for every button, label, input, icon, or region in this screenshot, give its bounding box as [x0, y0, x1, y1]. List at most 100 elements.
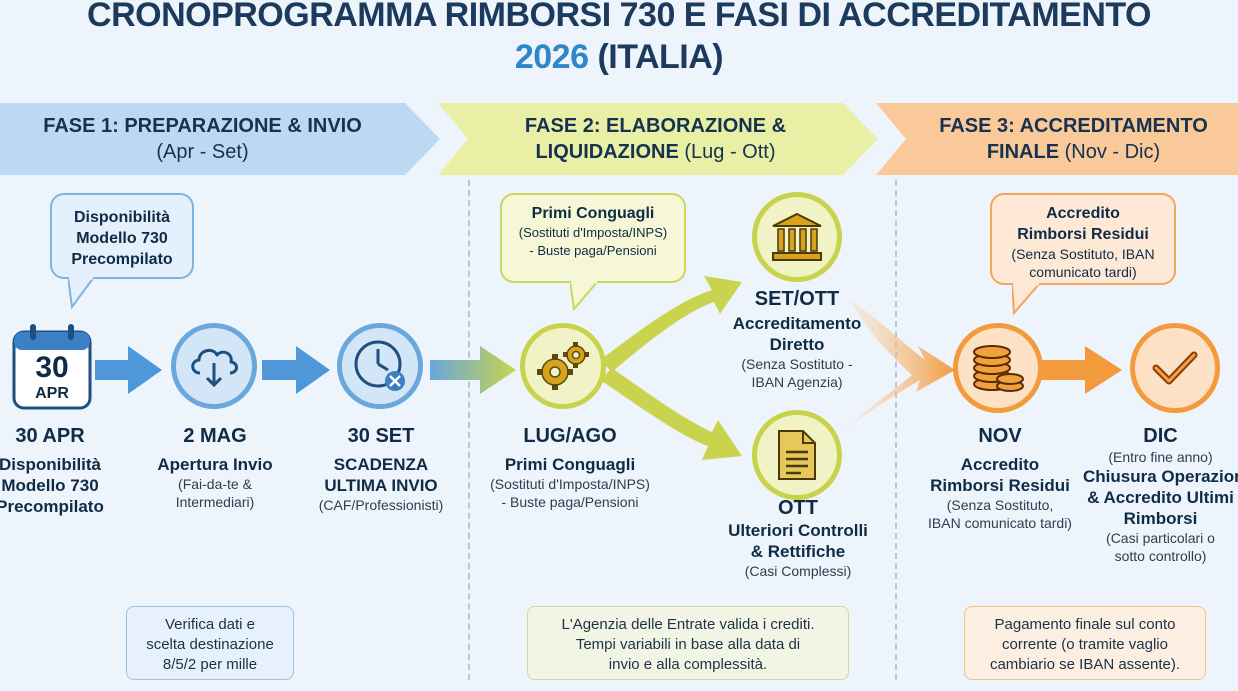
milestone-apr30: 30 APR Disponibilità Modello 730 Precomp… — [0, 424, 120, 517]
calendar-month: APR — [35, 385, 69, 402]
milestone-date: SET/OTT — [754, 288, 840, 310]
phase-3-title-1: FASE 3: ACCREDITAMENTO — [939, 115, 1208, 137]
callout-apr-line-3: Precompilato — [71, 251, 173, 268]
milestone-ott: OTT Ulteriori Controlli & Rettifiche (Ca… — [712, 496, 884, 580]
clock-deadline-icon — [337, 323, 423, 409]
milestone-sub: - Buste paga/Pensioni — [501, 494, 639, 510]
phase-3-band: FASE 3: ACCREDITAMENTO FINALE (Nov - Dic… — [876, 103, 1238, 175]
callout-nov-tail — [1012, 283, 1042, 316]
milestone-title: Primi Conguagli — [504, 455, 636, 474]
note-line: 8/5/2 per mille — [162, 656, 258, 673]
milestone-setott: SET/OTT Accreditamento Diretto (Senza So… — [712, 287, 882, 391]
milestone-lugago: LUG/AGO Primi Conguagli (Sostituti d'Imp… — [470, 424, 670, 511]
milestone-title: SCADENZA — [333, 455, 429, 474]
milestone-line: Modello 730 — [1, 476, 99, 495]
callout-nov-sub-2: comunicato tardi) — [1029, 264, 1137, 280]
milestone-title: Rimborsi — [1123, 509, 1198, 528]
phase-1-title: FASE 1: PREPARAZIONE & INVIO — [43, 115, 362, 137]
calendar-icon: 30 APR — [12, 322, 92, 410]
phase-3-title-2-line: FINALE (Nov - Dic) — [987, 139, 1160, 165]
phase-3-title-2: FINALE — [986, 141, 1060, 163]
milestone-sub: Intermediari) — [175, 494, 255, 510]
arrow-nov-dic — [1040, 346, 1122, 394]
gears-icon — [520, 323, 606, 409]
milestone-sub: (Casi Complessi) — [744, 563, 852, 579]
cloud-download-icon — [171, 323, 257, 409]
arrow-apr-mag — [95, 346, 162, 394]
note-line: Pagamento finale sul conto — [994, 616, 1176, 633]
title-line-2: 2026 (ITALIA) — [0, 36, 1238, 78]
arrow-to-nov — [845, 300, 955, 430]
milestone-dic: DIC (Entro fine anno) Chiusura Operazion… — [1083, 424, 1238, 565]
milestone-mag2: 2 MAG Apertura Invio (Fai-da-te & Interm… — [135, 424, 295, 511]
title-year: 2026 — [514, 38, 589, 76]
milestone-sub: (Fai-da-te & — [178, 476, 252, 492]
phase-separator — [468, 180, 470, 680]
page-title: CRONOPROGRAMMA RIMBORSI 730 E FASI DI AC… — [0, 0, 1238, 78]
title-country: (ITALIA) — [597, 38, 724, 76]
callout-lugago-tail — [570, 281, 600, 312]
calendar-day: 30 — [35, 351, 69, 384]
title-line-1: CRONOPROGRAMMA RIMBORSI 730 E FASI DI AC… — [87, 0, 1151, 34]
milestone-date: NOV — [978, 425, 1022, 447]
phase-1-band: FASE 1: PREPARAZIONE & INVIO (Apr - Set) — [0, 103, 440, 175]
arrow-mag-set — [262, 346, 330, 394]
callout-lugago-title: Primi Conguagli — [531, 205, 655, 222]
arrow-set-lug — [430, 346, 516, 394]
phase-2-period: (Lug - Ott) — [684, 141, 776, 163]
callout-lugago-sub-1: (Sostituti d'Imposta/INPS) — [518, 225, 668, 240]
note-phase-1: Verifica dati e scelta destinazione 8/5/… — [126, 606, 294, 680]
phase-2-title-2-line: LIQUIDAZIONE (Lug - Ott) — [535, 139, 775, 165]
milestone-title: Ulteriori Controlli — [728, 521, 868, 540]
milestone-sub: IBAN comunicato tardi) — [928, 515, 1072, 531]
callout-nov-line-1: Accredito — [1046, 205, 1120, 222]
phase-2-title-2: LIQUIDAZIONE — [535, 141, 679, 163]
arrow-lug-setott — [600, 276, 742, 372]
milestone-sub: (Casi particolari o — [1106, 530, 1215, 546]
note-line: scelta destinazione — [146, 636, 274, 653]
milestone-title: Chiusura Operazioni — [1083, 467, 1238, 486]
note-line: Tempi variabili in base alla data di — [575, 636, 801, 653]
callout-apr: Disponibilità Modello 730 Precompilato — [50, 193, 194, 279]
milestone-sub: sotto controllo) — [1114, 548, 1207, 564]
milestone-line: Disponibilità — [0, 455, 101, 474]
milestone-date: 30 APR — [15, 425, 85, 447]
callout-nov: Accredito Rimborsi Residui (Senza Sostit… — [990, 193, 1176, 285]
milestone-sub: (CAF/Professionisti) — [318, 497, 444, 513]
milestone-title: & Accredito Ultimi — [1087, 488, 1234, 507]
bank-icon — [752, 192, 842, 282]
phase-1-period: (Apr - Set) — [156, 141, 249, 163]
milestone-nov: NOV Accredito Rimborsi Residui (Senza So… — [905, 424, 1095, 532]
milestone-date: OTT — [778, 497, 818, 519]
note-line: corrente (o tramite vaglio — [1002, 636, 1168, 653]
milestone-title: ULTIMA INVIO — [324, 476, 438, 495]
callout-apr-line-1: Disponibilità — [74, 209, 170, 226]
milestone-title: & Rettifiche — [750, 542, 846, 561]
milestone-date: DIC — [1143, 425, 1178, 447]
callout-apr-line-2: Modello 730 — [76, 230, 168, 247]
callout-apr-tail — [68, 277, 96, 310]
milestone-date: 30 SET — [347, 425, 415, 447]
milestone-set30: 30 SET SCADENZA ULTIMA INVIO (CAF/Profes… — [300, 424, 462, 514]
phase-2-band: FASE 2: ELABORAZIONE & LIQUIDAZIONE (Lug… — [438, 103, 878, 175]
phase-3-period: (Nov - Dic) — [1064, 141, 1161, 163]
callout-nov-sub-1: (Senza Sostituto, IBAN — [1011, 246, 1155, 262]
milestone-sub: (Sostituti d'Imposta/INPS) — [490, 476, 650, 492]
milestone-date: LUG/AGO — [523, 425, 617, 447]
callout-lugago-sub-2: - Buste paga/Pensioni — [529, 243, 657, 258]
milestone-sub: (Senza Sostituto - — [741, 356, 853, 372]
phase-separator — [895, 180, 897, 680]
milestone-sub: (Entro fine anno) — [1108, 449, 1213, 465]
milestone-title: Apertura Invio — [157, 455, 273, 474]
milestone-sub: IBAN Agenzia) — [751, 374, 843, 390]
callout-lugago: Primi Conguagli (Sostituti d'Imposta/INP… — [500, 193, 686, 283]
milestone-title: Accreditamento — [732, 314, 862, 333]
milestone-title: Diretto — [769, 335, 825, 354]
arrow-lug-ott — [600, 368, 742, 460]
callout-nov-line-2: Rimborsi Residui — [1017, 226, 1149, 243]
milestone-sub: (Senza Sostituto, — [946, 497, 1054, 513]
note-phase-3: Pagamento finale sul conto corrente (o t… — [964, 606, 1206, 680]
note-line: invio e alla complessità. — [608, 656, 768, 673]
milestone-date: 2 MAG — [183, 425, 247, 447]
